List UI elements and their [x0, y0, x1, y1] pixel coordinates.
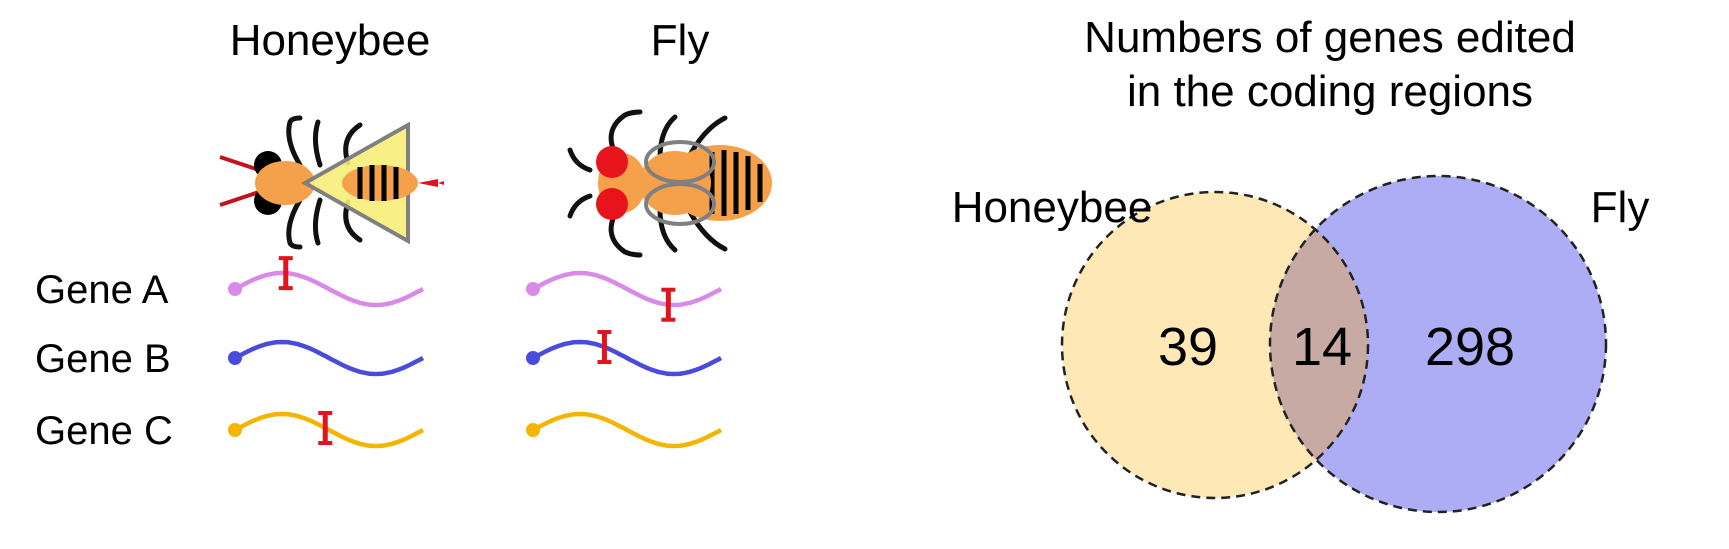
honeybee-gene-wave — [233, 411, 425, 449]
venn-overlap-count: 14 — [1292, 317, 1352, 377]
venn-diagram — [1060, 174, 1608, 514]
gene-label: Gene A — [35, 268, 169, 312]
honeybee-abdomen — [342, 165, 418, 201]
honeybee-header: Honeybee — [230, 16, 431, 65]
fly-eye — [596, 188, 628, 220]
venn-title-line1: Numbers of genes edited — [1084, 13, 1576, 62]
gene-label: Gene C — [35, 409, 173, 453]
gene-rows: Gene A Gene B Gene C — [35, 256, 723, 453]
honeybee-gene-wave — [233, 339, 425, 377]
honeybee-gene-wave — [233, 270, 425, 308]
venn-right-label: Fly — [1591, 183, 1650, 232]
honeybee-stripes — [357, 165, 399, 201]
gene-start-dot — [526, 351, 540, 365]
venn-fly-circle — [1270, 176, 1606, 512]
honeybee-icon — [219, 115, 444, 250]
fly-gene-wave — [531, 270, 723, 308]
gene-start-dot — [228, 351, 242, 365]
fly-eye — [596, 146, 628, 178]
gene-start-dot — [526, 282, 540, 296]
fly-header: Fly — [651, 16, 710, 65]
gene-start-dot — [228, 282, 242, 296]
edit-site-marker — [318, 410, 333, 445]
venn-right-count: 298 — [1425, 317, 1515, 377]
fly-wing — [644, 182, 716, 226]
venn-title-line2: in the coding regions — [1127, 67, 1533, 116]
venn-left-label: Honeybee — [952, 183, 1153, 232]
gene-start-dot — [526, 423, 540, 437]
fly-gene-wave — [531, 339, 723, 377]
venn-left-count: 39 — [1158, 317, 1218, 377]
fly-icon — [567, 109, 772, 258]
edit-site-marker — [278, 256, 293, 291]
edit-site-marker — [661, 287, 676, 322]
honeybee-head — [255, 161, 315, 205]
gene-label: Gene B — [35, 337, 171, 381]
edit-site-marker — [597, 330, 612, 365]
fly-gene-wave — [531, 411, 723, 449]
gene-start-dot — [228, 423, 242, 437]
